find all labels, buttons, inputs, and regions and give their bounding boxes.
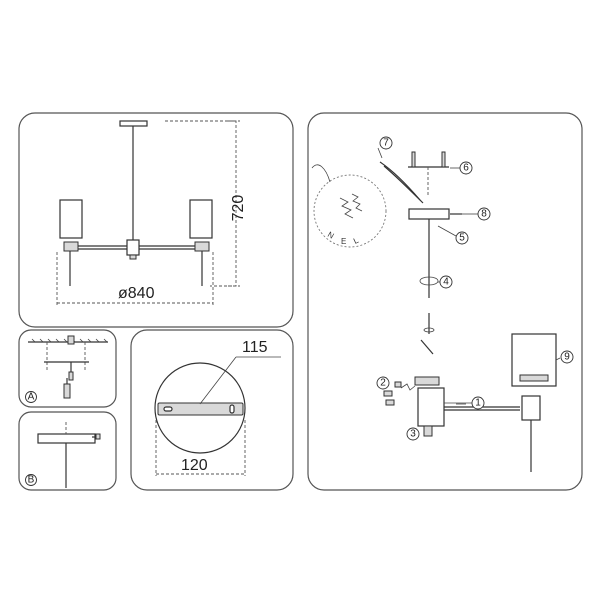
part-leaders [377, 147, 561, 404]
terminal-block-icon [339, 197, 354, 219]
supply-wire-2 [383, 165, 424, 204]
diameter-label: ø840 [118, 285, 155, 302]
canopy-body [408, 208, 450, 220]
side-screw-head-icon [95, 433, 101, 440]
wire-label-n: N [326, 230, 336, 241]
part-2-label: 2 [380, 378, 386, 389]
plate-diameter-label: 115 [242, 339, 268, 356]
rod-ring [423, 327, 435, 333]
rod-nut [419, 276, 439, 286]
bracket-screw-right [441, 151, 446, 168]
part-8-label: 8 [481, 209, 487, 220]
left-lamp-holder [63, 241, 79, 252]
screw-2-icon [385, 399, 395, 406]
part-4-marker [439, 275, 453, 289]
part-7-marker [379, 136, 393, 150]
part-markers: 7 6 8 5 4 9 2 1 3 [376, 136, 574, 441]
hub-body [417, 387, 445, 427]
part-8-marker [477, 207, 491, 221]
height-label: 720 [230, 195, 247, 222]
wire-label-l: L [352, 236, 360, 246]
leader-5 [437, 225, 457, 237]
step-b-marker [25, 474, 37, 486]
bracket-screw-left [411, 151, 416, 168]
terminal-block-icon-2 [351, 193, 363, 212]
bracket-fixing-diagram [37, 422, 101, 488]
part-5-label: 5 [459, 233, 465, 244]
part-3-marker [406, 427, 420, 441]
part-4-label: 4 [443, 277, 449, 288]
part-2-marker [376, 376, 390, 390]
left-lampshade [59, 199, 83, 239]
rod-connector [420, 339, 434, 355]
right-lamp-holder [194, 241, 210, 252]
strip-slot-right [229, 404, 235, 414]
part-3-label: 3 [410, 429, 416, 440]
canopy-plate [37, 433, 96, 444]
leader-7 [377, 147, 383, 159]
part-6-label: 6 [463, 163, 469, 174]
part-1-marker [471, 396, 485, 410]
height-dimension-line [165, 120, 237, 287]
lamp-assembly [511, 333, 557, 472]
hub-cap [129, 254, 137, 260]
strip-slot-left [163, 406, 173, 412]
panel-dimensions [18, 112, 294, 328]
panel-step-b [18, 411, 117, 491]
panel-step-a [18, 329, 117, 408]
step-b-label: B [28, 475, 35, 486]
wire-loop [311, 164, 331, 183]
diameter-leader [199, 356, 237, 405]
part-7-label: 7 [383, 138, 389, 149]
hub-bottom-cap [423, 425, 433, 437]
ceiling-mount-diagram [28, 335, 108, 399]
hub-top-nut [414, 376, 440, 386]
chandelier-front-view [59, 120, 213, 286]
plate-diagram [154, 356, 281, 476]
center-hub [126, 239, 140, 256]
ceiling-hook [67, 335, 75, 345]
step-a-label: A [28, 392, 35, 403]
ceiling-bracket [408, 151, 449, 195]
lamp-socket [519, 374, 549, 382]
part-9-marker [560, 350, 574, 364]
anchor-plug [68, 371, 74, 381]
plate-width-label: 120 [181, 457, 208, 474]
screw-1-icon [383, 390, 393, 397]
wire-label-e: E [341, 237, 346, 246]
wiring-detail: N E L [311, 164, 387, 248]
ceiling-canopy [119, 120, 148, 127]
screw-set [383, 381, 416, 406]
step-a-marker [25, 391, 37, 403]
lamp-holder [521, 395, 541, 421]
leader-9 [555, 357, 561, 361]
part-5-marker [455, 231, 469, 245]
screwdriver-icon [63, 383, 71, 399]
part-6-marker [459, 161, 473, 175]
right-lampshade [189, 199, 213, 239]
part-1-label: 1 [475, 398, 481, 409]
dimension-lines [56, 120, 240, 307]
spring-washer-icon [400, 383, 416, 391]
screw-3-icon [394, 381, 402, 388]
panel-exploded [307, 112, 583, 491]
part-9-label: 9 [564, 352, 570, 363]
